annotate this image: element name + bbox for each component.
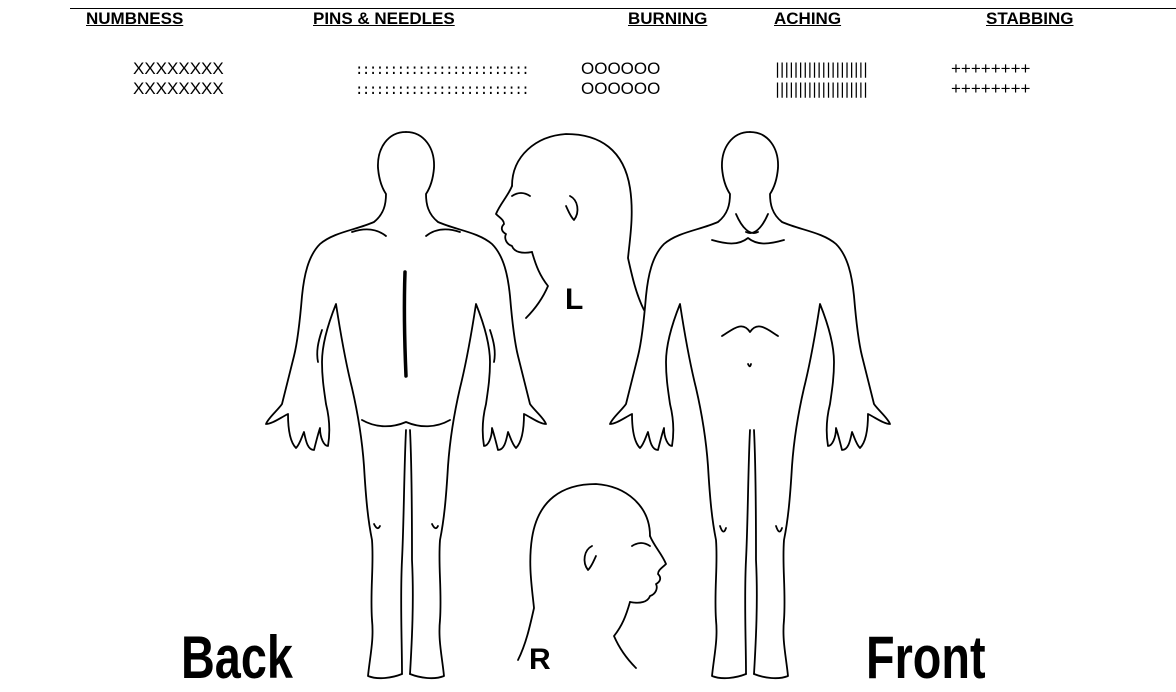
- right-side-head: [518, 484, 666, 668]
- back-label: Back: [181, 626, 293, 690]
- back-body-figure: [266, 132, 546, 678]
- left-head-label: L: [565, 284, 583, 316]
- front-body-figure: [610, 132, 890, 678]
- front-label: Front: [866, 626, 986, 690]
- right-head-label: R: [529, 644, 551, 676]
